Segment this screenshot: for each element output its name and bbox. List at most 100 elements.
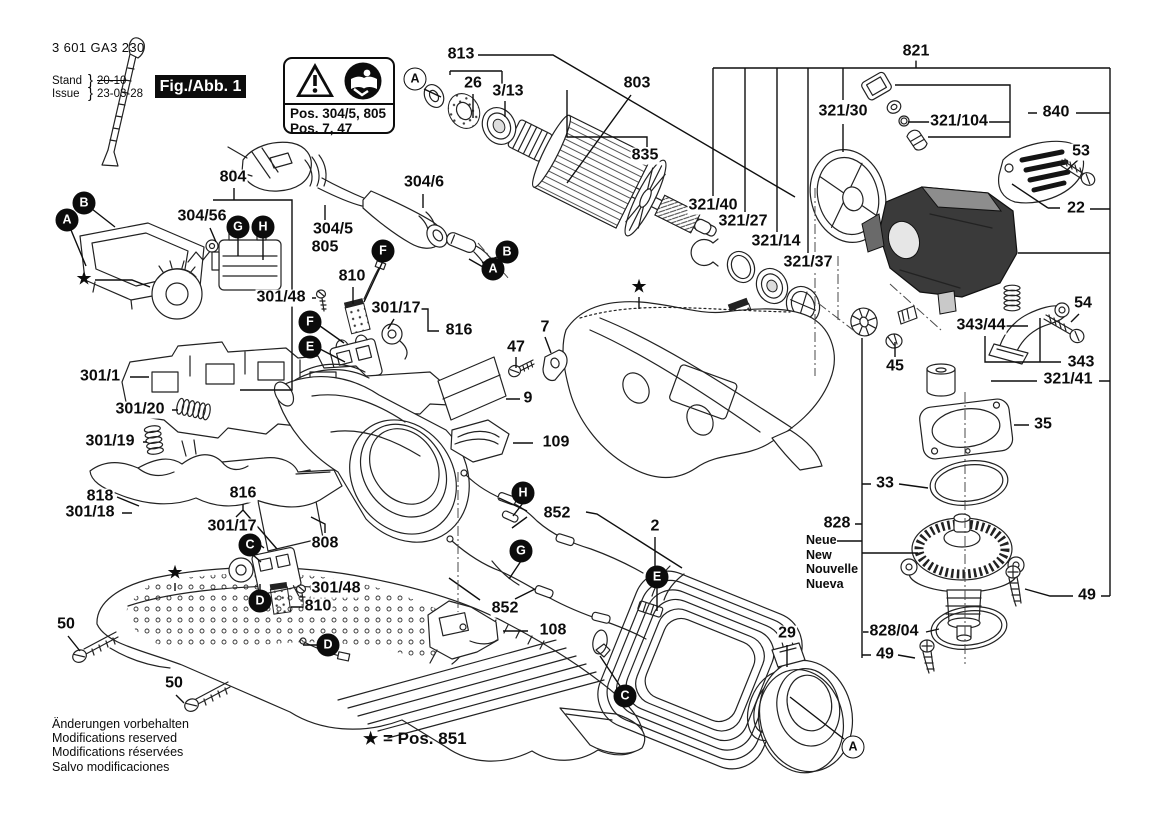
part-label-26: 26 <box>463 74 483 93</box>
part-label-805: 805 <box>310 238 340 257</box>
part-label-301-19: 301/19 <box>84 432 136 451</box>
part-label-810: 810 <box>337 267 367 286</box>
part-label-321-14: 321/14 <box>750 232 802 251</box>
issue-block: Stand } 20-10 Issue } 23-03-28 <box>52 72 143 102</box>
part-label-9: 9 <box>522 389 534 408</box>
power-cord-plug-804 <box>227 141 367 207</box>
ref-circle-A: A <box>55 208 79 232</box>
part-label-47: 47 <box>506 338 526 357</box>
brush-holder-816-lower <box>228 547 351 662</box>
stand-value: 20-10 <box>97 74 127 87</box>
part-label-816: 816 <box>444 321 474 340</box>
warning-icons <box>285 59 393 105</box>
ref-circle-C: C <box>613 684 637 708</box>
new-label-de: Neue <box>806 533 837 547</box>
part-label-821: 821 <box>901 42 931 61</box>
o-ring-33 <box>929 460 1009 506</box>
part-label-343: 343 <box>1066 353 1096 372</box>
ref-circle-A: A <box>403 67 427 91</box>
part-label-304-56: 304/56 <box>176 207 228 226</box>
new-part-note: Neue New Nouvelle Nueva <box>806 533 858 591</box>
cover-22 <box>997 140 1085 204</box>
switch-paddle-lever <box>79 37 233 320</box>
warning-triangle-icon <box>296 63 334 97</box>
brace-glyph: } <box>88 85 94 102</box>
warning-pos-line2: Pos. 7, 47 <box>290 121 353 136</box>
star-marker: ★ <box>630 276 648 298</box>
part-label-828: 828 <box>822 514 852 533</box>
ref-circle-C: C <box>238 533 262 557</box>
part-label-50: 50 <box>56 615 76 634</box>
part-label-301-17: 301/17 <box>206 517 258 536</box>
part-label-29: 29 <box>777 624 797 643</box>
switch-block-804 <box>205 230 282 291</box>
part-label-301-48: 301/48 <box>255 288 307 307</box>
cable-end-wires <box>446 232 496 272</box>
part-label-109: 109 <box>541 433 571 452</box>
part-label-321-104: 321/104 <box>929 112 989 131</box>
part-label-828-04: 828/04 <box>868 622 920 641</box>
part-label-321-41: 321/41 <box>1042 370 1094 389</box>
footer-line-es: Salvo modificaciones <box>52 759 170 774</box>
warning-box: Pos. 304/5, 805 Pos. 7, 47 <box>283 57 395 136</box>
screw-50-lower <box>184 681 231 712</box>
stand-label: Stand <box>52 74 83 87</box>
part-label-813: 813 <box>446 45 476 64</box>
part-label-301-17: 301/17 <box>370 299 422 318</box>
ref-circle-B: B <box>495 240 519 264</box>
screw-53 <box>1059 158 1096 186</box>
clamshell-housing-851 <box>562 301 835 479</box>
handle-shell <box>96 566 646 762</box>
ref-circle-H: H <box>511 481 535 505</box>
bevel-gear-828 <box>900 513 1025 642</box>
part-label-54: 54 <box>1073 294 1093 313</box>
armature-803 <box>499 114 717 237</box>
o-ring-828-04 <box>930 606 1008 650</box>
part-label-304-6: 304/6 <box>402 173 446 192</box>
ref-circle-D: D <box>248 589 272 613</box>
figure-box: Fig./Abb. 1 <box>155 75 246 98</box>
part-label-321-27: 321/27 <box>717 212 769 231</box>
ref-circle-G: G <box>226 215 250 239</box>
part-label-35: 35 <box>1033 415 1053 434</box>
part-label-321-37: 321/37 <box>782 253 834 272</box>
part-label-301-1: 301/1 <box>78 367 122 386</box>
new-label-es: Nueva <box>806 576 844 591</box>
part-label-304-5: 304/5 <box>311 220 355 239</box>
part-label-343-44: 343/44 <box>955 316 1007 335</box>
part-label-7: 7 <box>539 318 551 337</box>
part-label-852: 852 <box>542 504 572 523</box>
brush-810-upper <box>315 260 387 335</box>
wiring-852 <box>446 469 664 658</box>
centerlines <box>457 188 966 664</box>
brush-plate-108 <box>427 600 499 664</box>
footer-line-en: Modifications reserved <box>52 731 178 746</box>
ref-circle-B: B <box>72 191 96 215</box>
ref-circle-F: F <box>298 310 322 334</box>
lever-818 <box>89 439 343 508</box>
part-label-301-18: 301/18 <box>64 503 116 522</box>
screw-49-right <box>1005 565 1022 607</box>
air-baffle-29 <box>757 642 854 774</box>
motor-housing-barrel <box>273 363 470 543</box>
part-label-22: 22 <box>1066 199 1086 218</box>
star-marker: ★ <box>166 562 184 584</box>
part-label-840: 840 <box>1041 103 1071 122</box>
warning-text: Pos. 304/5, 805 Pos. 7, 47 <box>285 105 393 136</box>
ref-circle-H: H <box>251 215 275 239</box>
spindle-lock-343-44 <box>988 284 1070 365</box>
star-marker: ★ <box>75 268 93 290</box>
ref-circle-E: E <box>298 335 322 359</box>
part-label-53: 53 <box>1071 142 1091 161</box>
type-number: 3 601 GA3 230 <box>52 40 145 55</box>
ref-circle-F: F <box>371 239 395 263</box>
protection-plate-321-30 <box>809 149 887 243</box>
footer-notice: Änderungen vorbehalten Modifications res… <box>52 717 189 774</box>
part-label-301-20: 301/20 <box>114 400 166 419</box>
footer-line-fr: Modifications réservées <box>52 745 184 760</box>
screw-49-bottom <box>919 639 935 674</box>
part-label-816: 816 <box>228 484 258 503</box>
part-label-803: 803 <box>622 74 652 93</box>
